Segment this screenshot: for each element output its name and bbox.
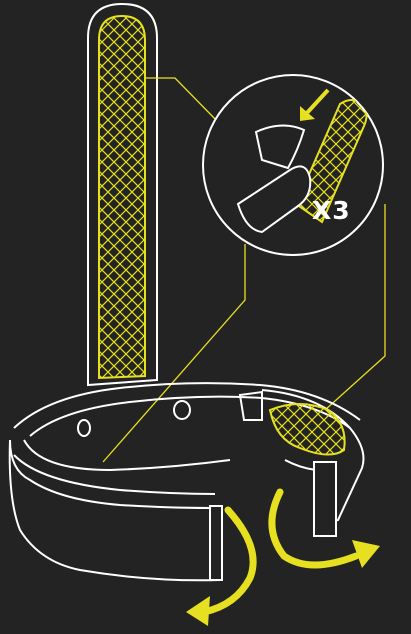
- multiplier-label: X3: [312, 196, 351, 225]
- bracelet-band: [10, 383, 364, 580]
- crosshatch-pad-icon: [270, 404, 345, 455]
- callout-circle: [203, 75, 383, 255]
- crosshatch-pad-icon: [99, 16, 145, 378]
- vertical-strap: [88, 4, 157, 385]
